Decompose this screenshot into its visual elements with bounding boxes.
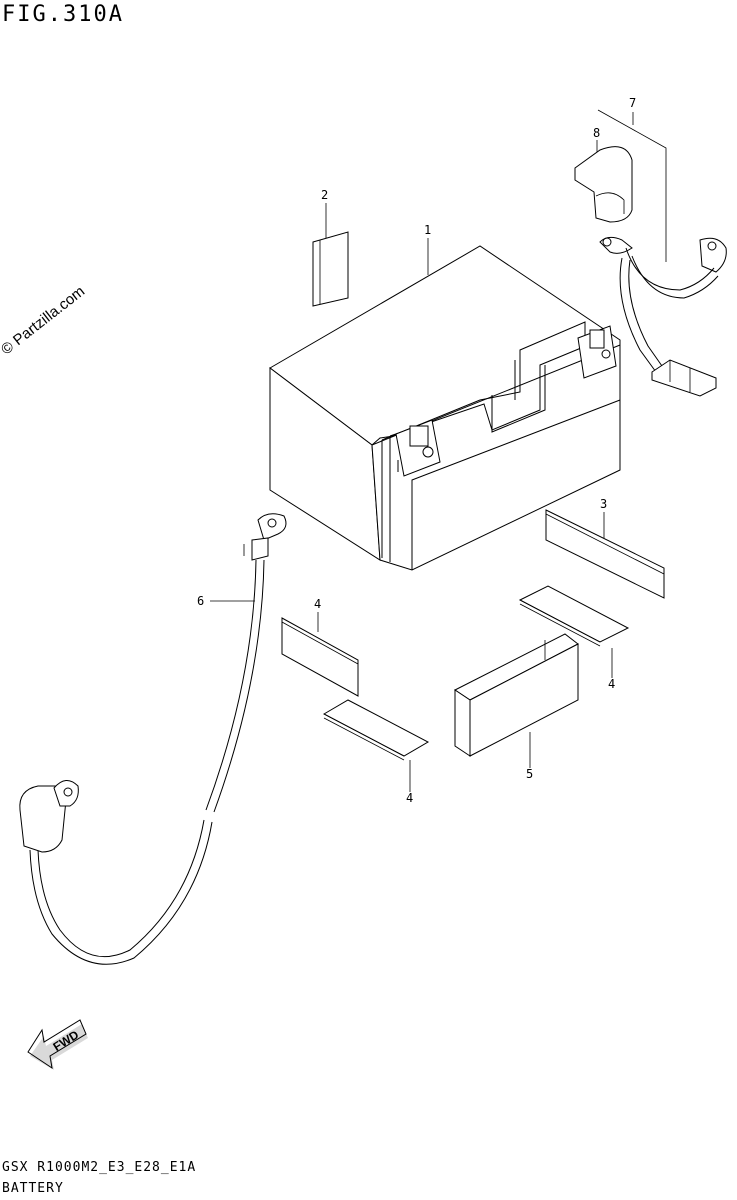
part-5-battery-box[interactable] xyxy=(454,633,579,757)
part-6-negative-cable[interactable] xyxy=(19,513,287,965)
part-4-pad-left[interactable] xyxy=(281,617,359,697)
callout-6: 6 xyxy=(197,594,204,608)
callout-3: 3 xyxy=(600,497,607,511)
part-8-terminal-cap[interactable] xyxy=(574,146,633,223)
callout-5: 5 xyxy=(526,767,533,781)
figure-title: FIG.310A xyxy=(2,2,124,27)
part-4-pad-bottom[interactable] xyxy=(322,699,430,761)
callout-8: 8 xyxy=(593,126,600,140)
callout-4: 4 xyxy=(608,677,615,691)
callout-2: 2 xyxy=(321,188,328,202)
part-4-pad-right[interactable] xyxy=(518,585,630,647)
callout-1: 1 xyxy=(424,223,431,237)
part-1-battery[interactable] xyxy=(269,245,621,571)
fwd-arrow: FWD xyxy=(27,1019,88,1070)
footer-model-code: GSX R1000M2_E3_E28_E1A xyxy=(2,1160,197,1175)
footer-section-name: BATTERY xyxy=(2,1181,64,1196)
part-7-positive-cable[interactable] xyxy=(599,236,727,397)
callout-7: 7 xyxy=(629,96,636,110)
part-2-pad[interactable] xyxy=(312,231,349,307)
callout-4: 4 xyxy=(406,791,413,805)
callout-4: 4 xyxy=(314,597,321,611)
part-3-pad[interactable] xyxy=(545,509,665,599)
